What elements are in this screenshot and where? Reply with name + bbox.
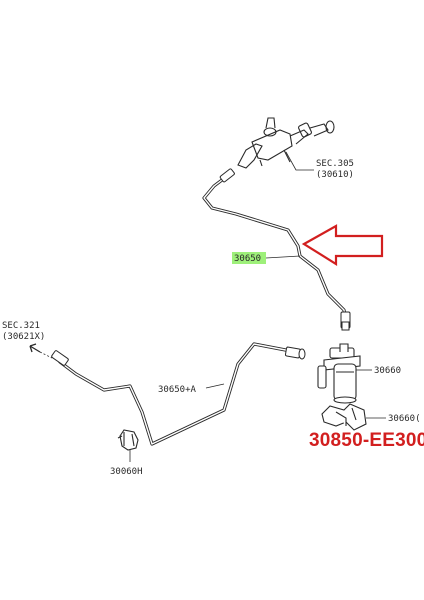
part-30660-label: 30660 [374,366,401,376]
callout-arrow [301,224,384,266]
hose-30650-label: 30650 [234,254,261,264]
sec-305-label: SEC.305 [316,159,354,169]
sec-321-label: SEC.321 [2,321,40,331]
clutch-master-cylinder [237,117,335,169]
clutch-tube-30650-a [51,342,306,446]
hose-label-highlight [232,252,266,264]
ref-30610-label: (30610) [316,170,354,180]
sec-321-arrow [29,343,41,353]
clutch-damper-30660 [317,343,361,404]
pipe-30650-a-label: 30650+A [158,385,197,395]
clip-30060h [117,429,139,451]
bracket-30660 [321,403,367,431]
part-30660b-label: 30660( [388,414,421,424]
part-30060h-label: 30060H [110,467,143,477]
clutch-hose-30650 [202,168,351,331]
ref-30621x-label: (30621X) [2,332,45,342]
part-number: 30850-EE300 [309,430,424,451]
